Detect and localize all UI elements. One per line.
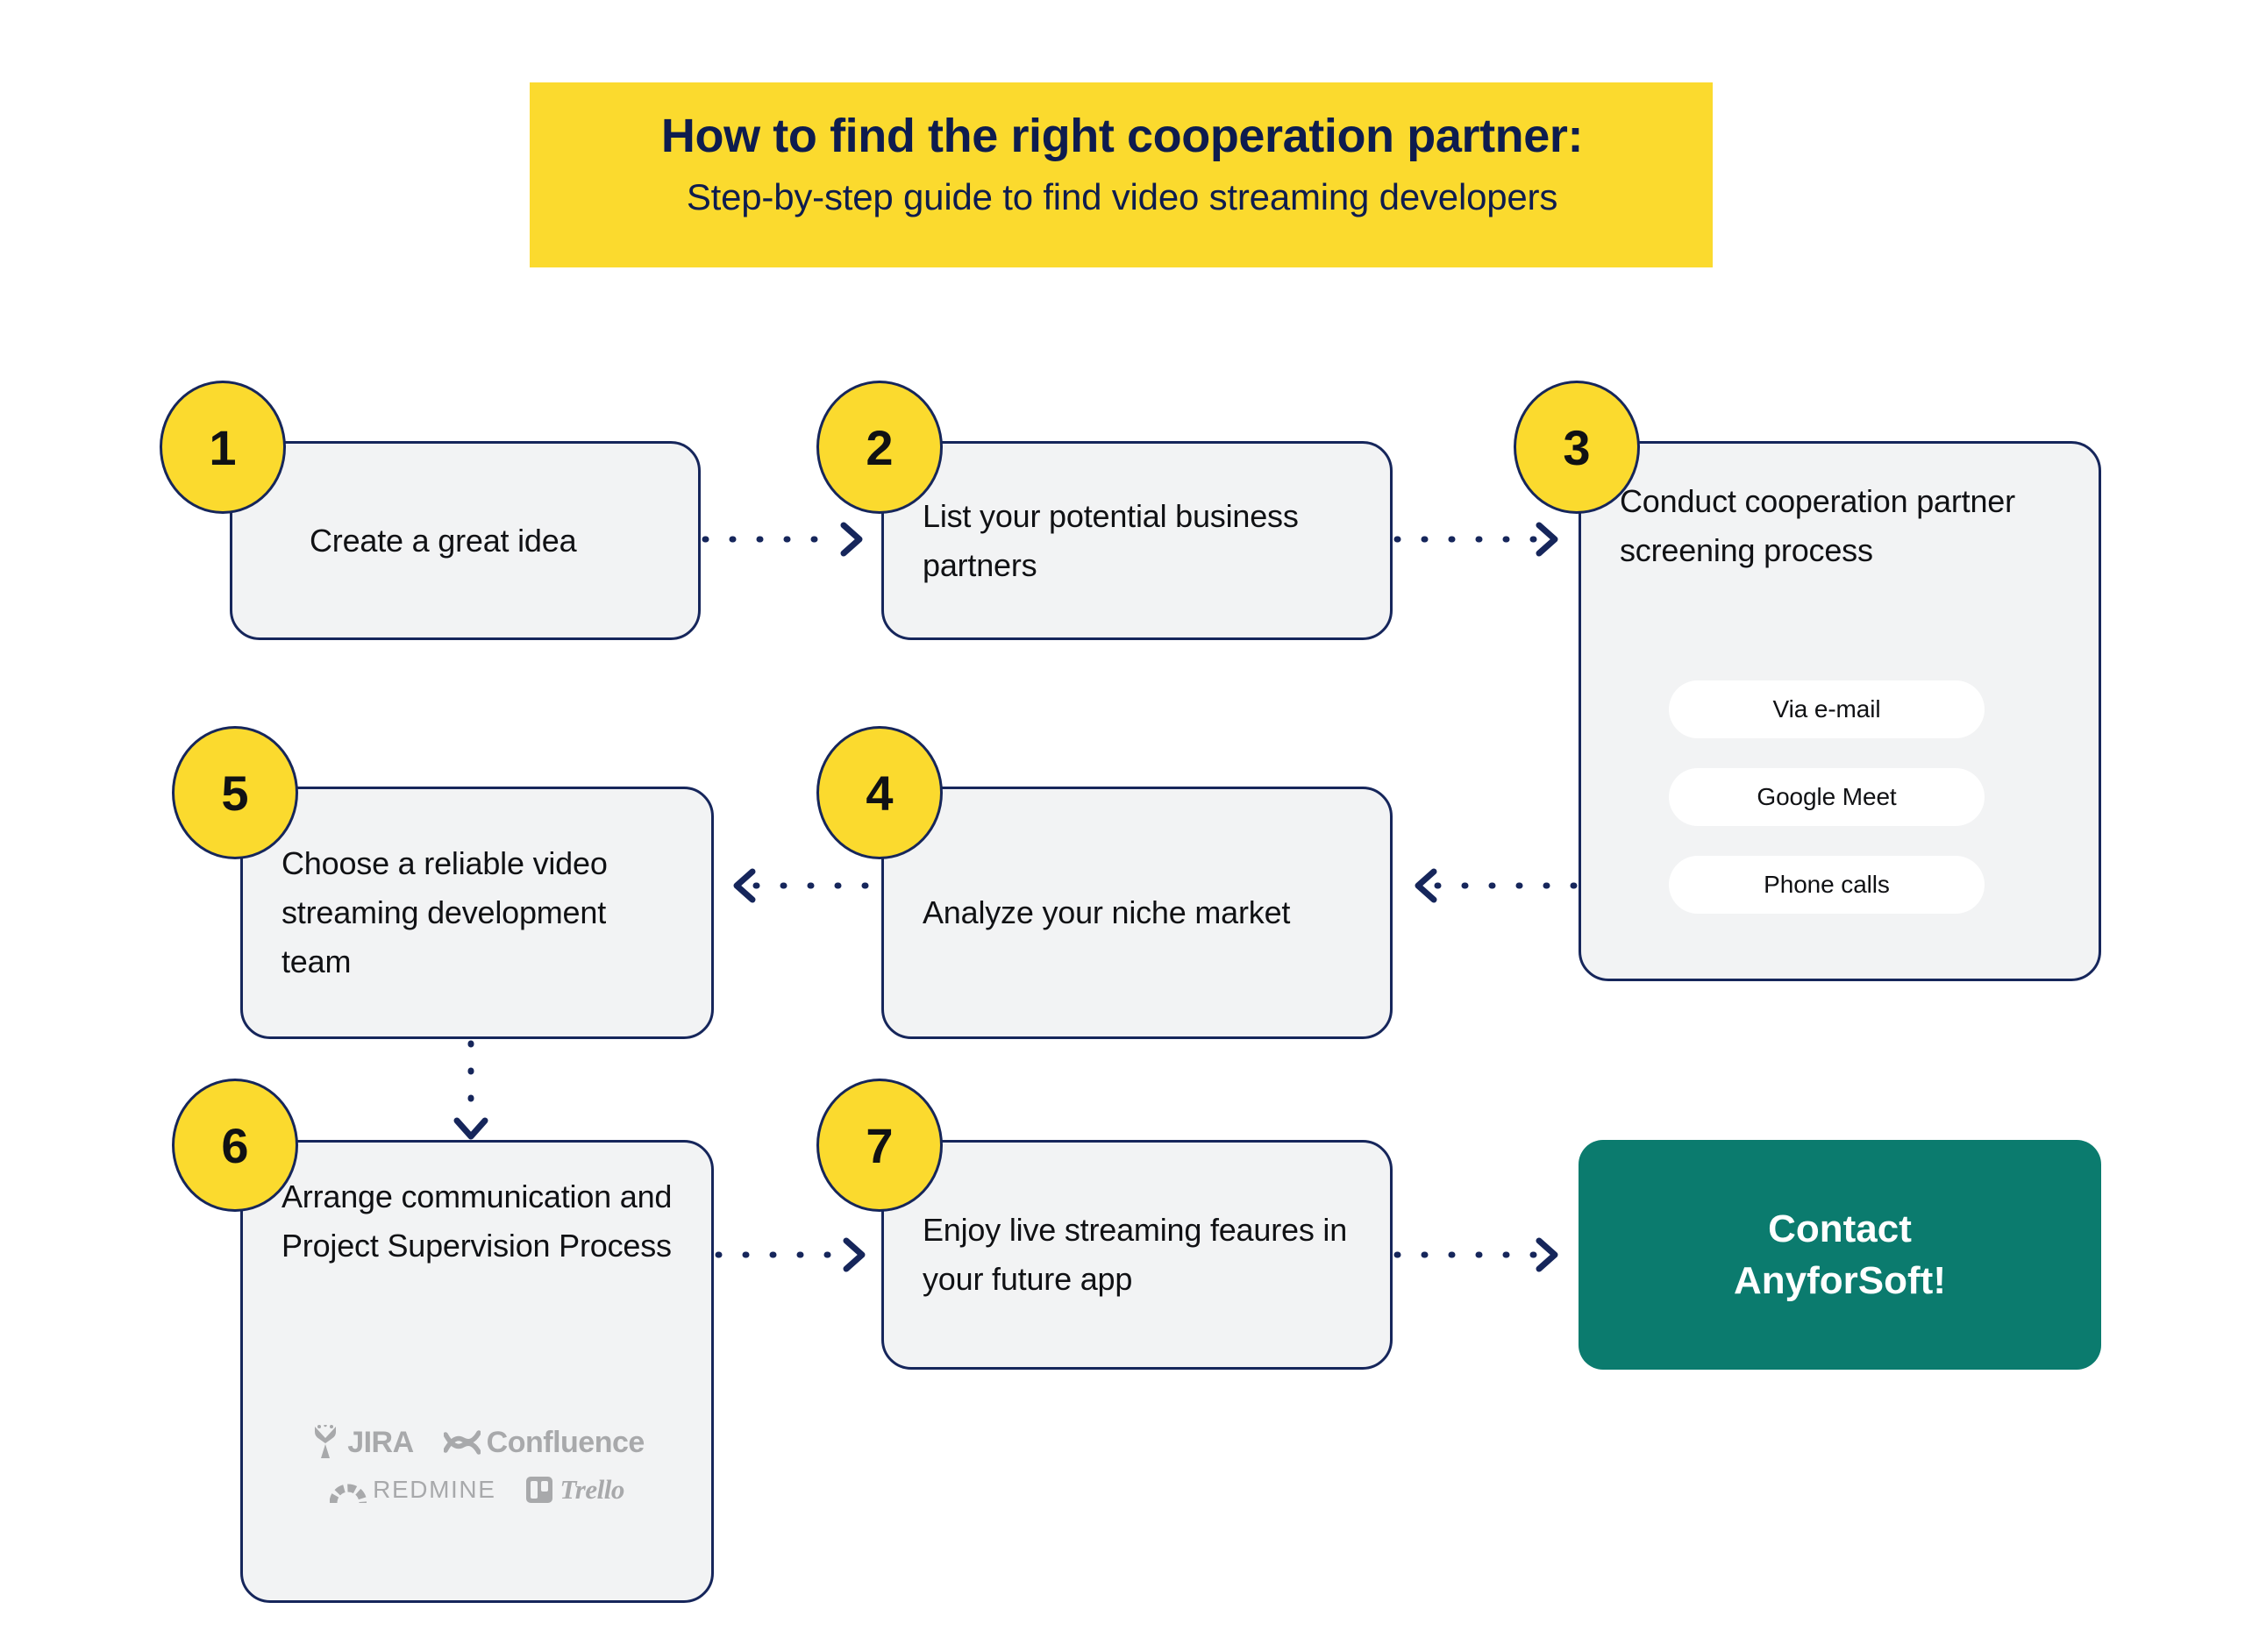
arrow-step7-to-cta bbox=[1393, 1237, 1558, 1272]
step-number-4: 4 bbox=[816, 726, 943, 859]
step-card-1-text: Create a great idea bbox=[310, 522, 577, 559]
arrow-step5-to-step6 bbox=[453, 1040, 488, 1140]
screening-option-email[interactable]: Via e-mail bbox=[1669, 680, 1985, 738]
step-card-7[interactable]: Enjoy live streaming feaures in your fut… bbox=[881, 1140, 1393, 1370]
step-card-5-text: Choose a reliable video streaming develo… bbox=[282, 845, 608, 979]
redmine-logo: REDMINE bbox=[330, 1475, 495, 1505]
step-card-4-body: Analyze your niche market bbox=[884, 789, 1390, 1036]
step-card-2[interactable]: List your potential business partners bbox=[881, 441, 1393, 640]
tool-logo-row-top: JIRA Confluence bbox=[310, 1425, 645, 1460]
step-card-4[interactable]: Analyze your niche market bbox=[881, 787, 1393, 1039]
contact-cta-line2: AnyforSoft! bbox=[1734, 1259, 1946, 1302]
confluence-label: Confluence bbox=[486, 1425, 645, 1459]
confluence-logo: Confluence bbox=[443, 1425, 645, 1460]
step-card-5[interactable]: Choose a reliable video streaming develo… bbox=[240, 787, 714, 1039]
step-card-1[interactable]: Create a great idea bbox=[230, 441, 701, 640]
step-card-4-text: Analyze your niche market bbox=[923, 894, 1291, 931]
arrow-step1-to-step2 bbox=[702, 522, 863, 557]
step-card-6-body: Arrange communication and Project Superv… bbox=[243, 1172, 711, 1271]
jira-icon bbox=[315, 1425, 337, 1458]
header-banner: How to find the right cooperation partne… bbox=[530, 82, 1713, 267]
screening-options-list: Via e-mail Google Meet Phone calls bbox=[1669, 680, 1985, 943]
step-number-2: 2 bbox=[816, 381, 943, 514]
contact-cta-line1: Contact bbox=[1768, 1207, 1912, 1250]
arrow-step4-to-step5 bbox=[733, 868, 882, 903]
confluence-icon bbox=[443, 1430, 481, 1455]
screening-option-phone-calls[interactable]: Phone calls bbox=[1669, 856, 1985, 914]
contact-cta-text: Contact AnyforSoft! bbox=[1734, 1203, 1946, 1307]
step-card-6[interactable]: Arrange communication and Project Superv… bbox=[240, 1140, 714, 1603]
page-subtitle: Step-by-step guide to find video streami… bbox=[686, 175, 1558, 217]
trello-logo: Trello bbox=[525, 1474, 624, 1506]
step-number-3: 3 bbox=[1514, 381, 1640, 514]
step-card-2-text: List your potential business partners bbox=[923, 497, 1299, 583]
step-card-6-text: Arrange communication and Project Superv… bbox=[282, 1178, 673, 1264]
arrow-step6-to-step7 bbox=[715, 1237, 866, 1272]
trello-icon bbox=[526, 1477, 553, 1503]
step-card-1-body: Create a great idea bbox=[232, 444, 698, 637]
redmine-label: REDMINE bbox=[373, 1476, 496, 1503]
step-card-3[interactable]: Conduct cooperation partner screening pr… bbox=[1579, 441, 2101, 981]
jira-label: JIRA bbox=[347, 1425, 414, 1459]
step-card-7-body: Enjoy live streaming feaures in your fut… bbox=[884, 1143, 1390, 1367]
trello-label: Trello bbox=[559, 1474, 624, 1505]
step-card-3-body: Conduct cooperation partner screening pr… bbox=[1581, 477, 2099, 575]
tool-logo-group: JIRA Confluence REDMINE bbox=[243, 1425, 711, 1506]
arrow-step2-to-step3 bbox=[1393, 522, 1558, 557]
screening-option-google-meet[interactable]: Google Meet bbox=[1669, 768, 1985, 826]
step-number-6: 6 bbox=[172, 1079, 298, 1212]
step-number-1: 1 bbox=[160, 381, 286, 514]
step-card-2-body: List your potential business partners bbox=[884, 444, 1390, 637]
step-card-3-text: Conduct cooperation partner screening pr… bbox=[1620, 483, 2015, 568]
step-card-5-body: Choose a reliable video streaming develo… bbox=[243, 789, 711, 1036]
step-number-5: 5 bbox=[172, 726, 298, 859]
tool-logo-row-bottom: REDMINE Trello bbox=[330, 1474, 624, 1506]
contact-cta-button[interactable]: Contact AnyforSoft! bbox=[1579, 1140, 2101, 1370]
step-card-7-text: Enjoy live streaming feaures in your fut… bbox=[923, 1212, 1348, 1297]
step-number-7: 7 bbox=[816, 1079, 943, 1212]
page-title: How to find the right cooperation partne… bbox=[660, 110, 1584, 162]
jira-logo: JIRA bbox=[310, 1425, 414, 1460]
arrow-step3-to-step4 bbox=[1415, 868, 1579, 903]
redmine-icon bbox=[330, 1484, 367, 1504]
